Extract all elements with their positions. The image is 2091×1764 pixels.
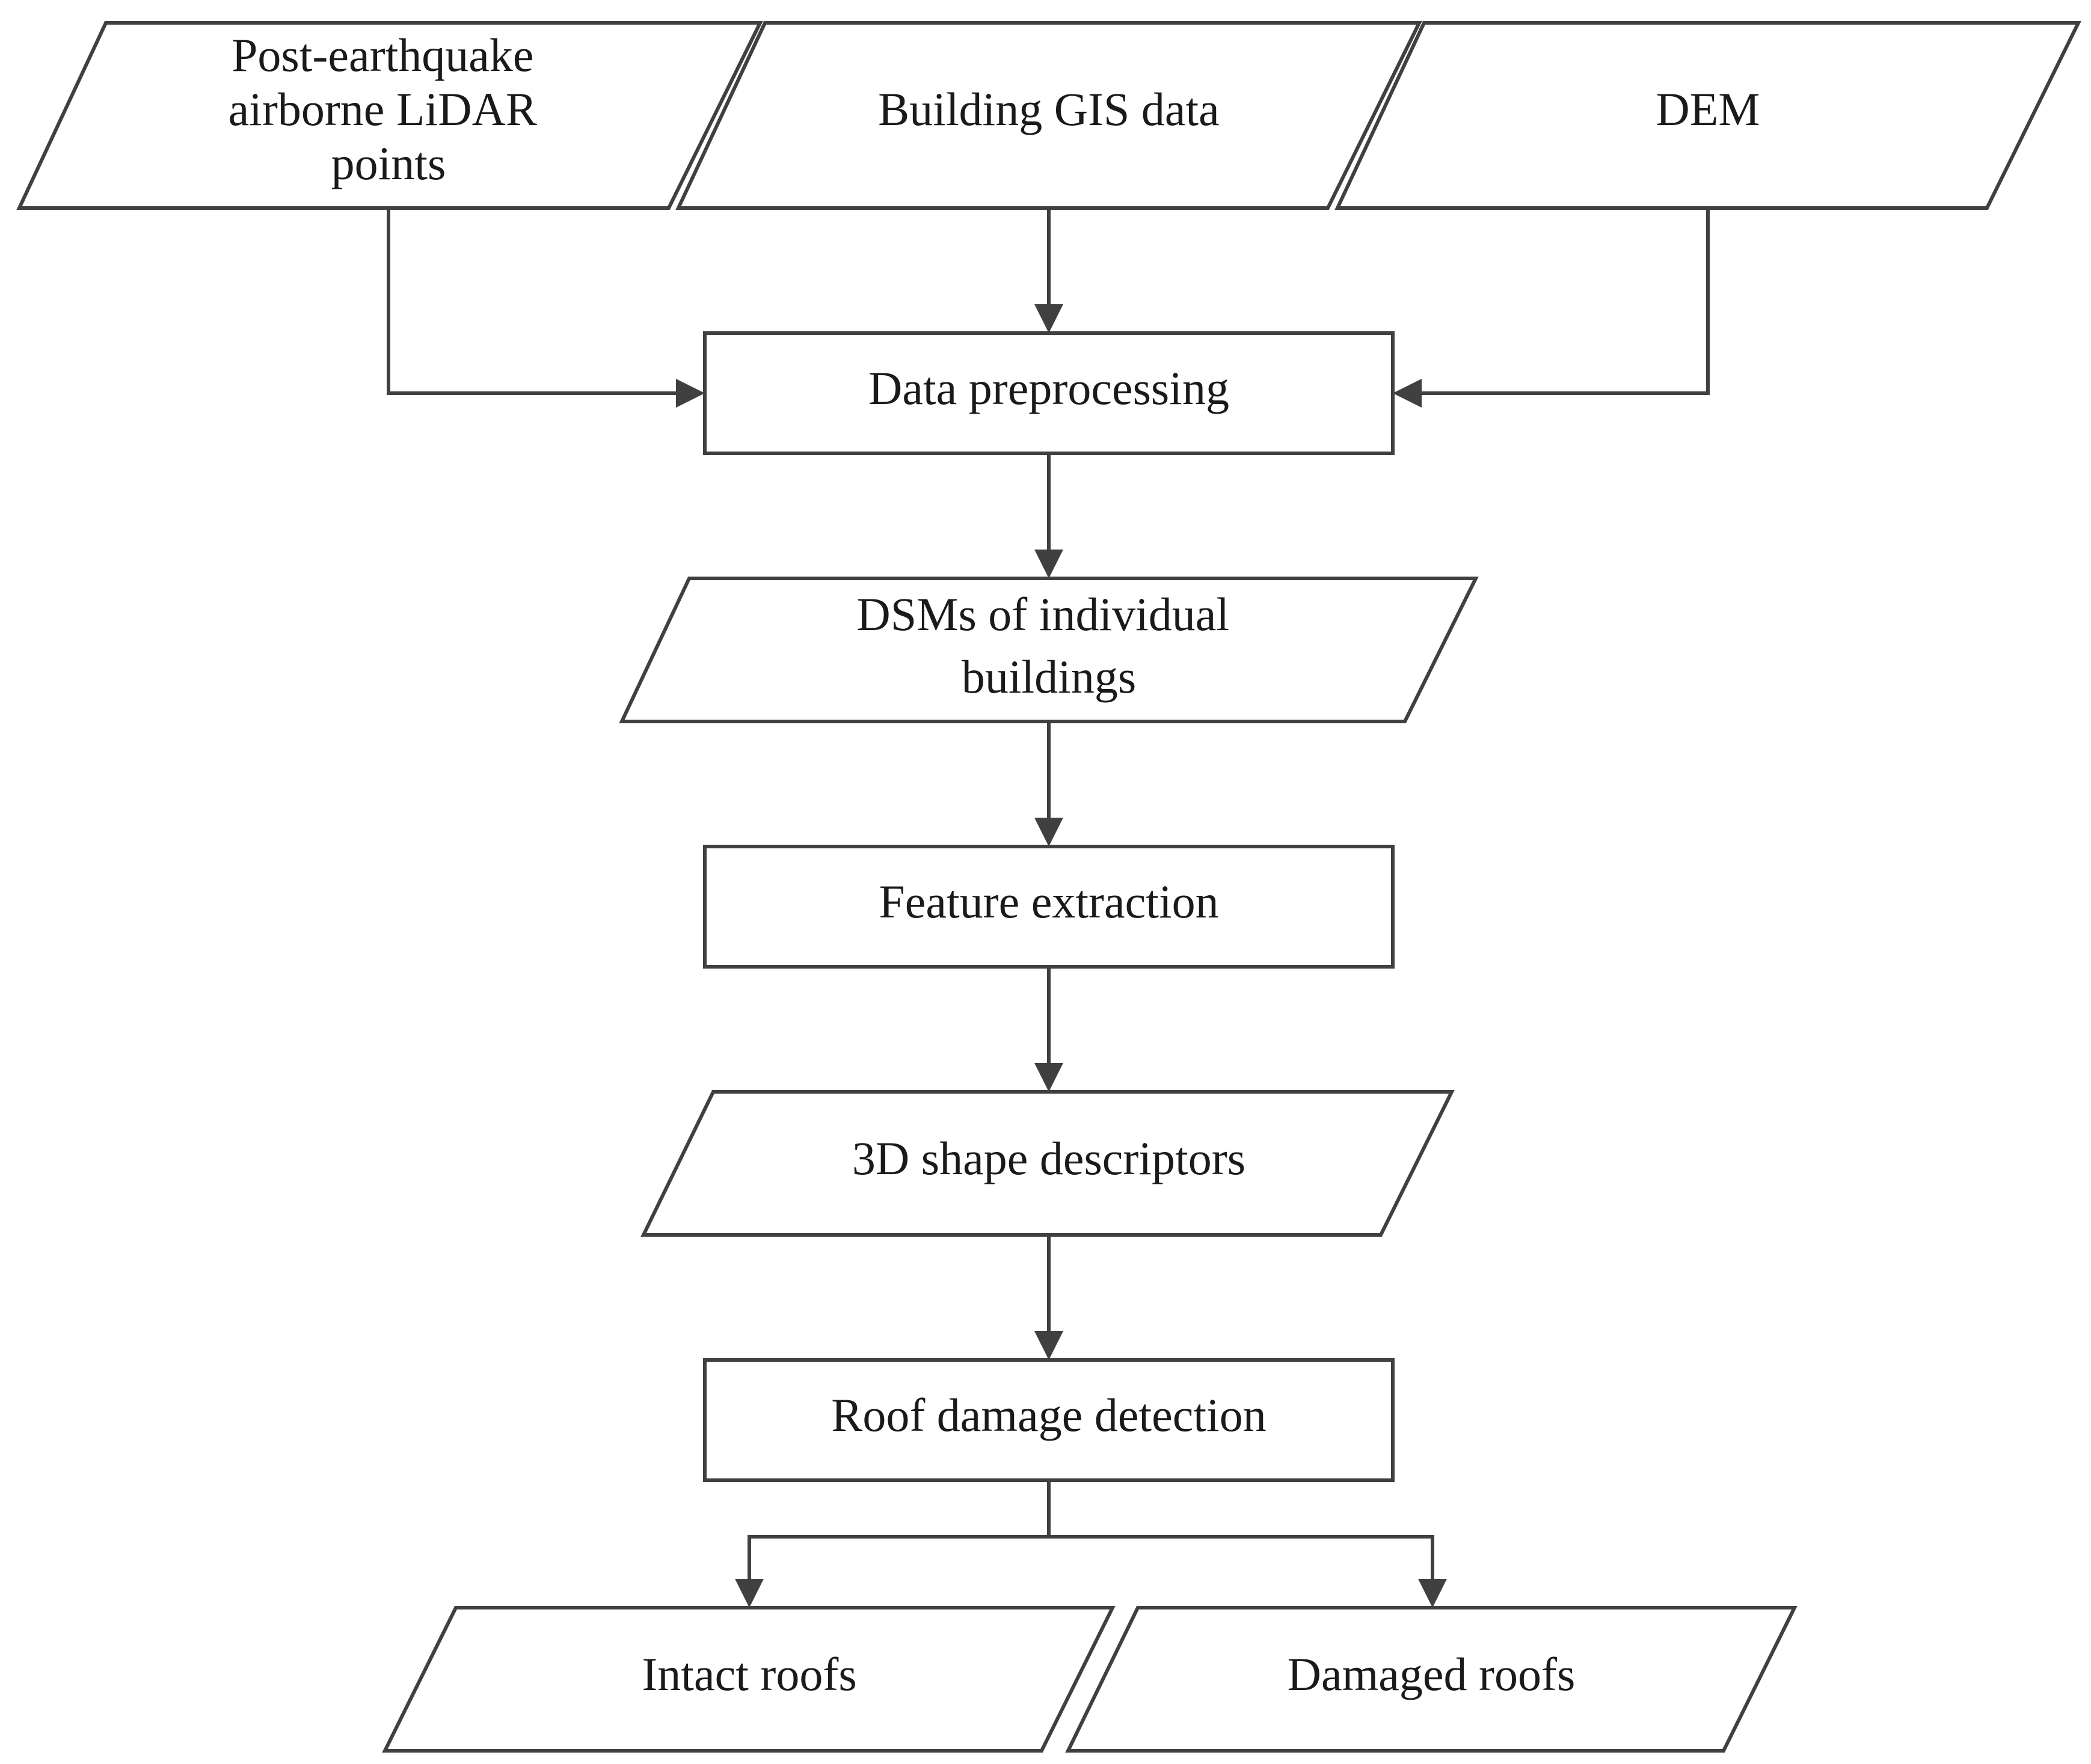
label-descriptors: 3D shape descriptors <box>852 1132 1245 1184</box>
arrowhead-dem-to-preprocessing <box>1393 379 1422 408</box>
output-damaged-parallelogram <box>1065 1606 1798 1753</box>
label-intact-roofs: Intact roofs <box>642 1648 856 1700</box>
label-roof-damage-detection: Roof damage detection <box>831 1389 1266 1441</box>
input-gis-parallelogram <box>675 21 1422 210</box>
data-descriptors-parallelogram <box>640 1090 1455 1237</box>
arrowhead-dsms-to-features <box>1034 818 1063 847</box>
arrowhead-gis-to-preprocessing <box>1034 304 1063 333</box>
label-preprocessing: Data preprocessing <box>868 362 1229 414</box>
label-feature-extraction: Feature extraction <box>879 875 1218 928</box>
input-dem-parallelogram <box>1334 21 2081 210</box>
label-damaged-roofs: Damaged roofs <box>1288 1648 1576 1700</box>
output-intact-parallelogram <box>382 1606 1116 1753</box>
label-gis: Building GIS data <box>878 83 1220 135</box>
arrowhead-descriptors-to-detection <box>1034 1331 1063 1360</box>
arrowhead-features-to-descriptors <box>1034 1063 1063 1092</box>
arrowhead-preprocessing-to-dsms <box>1034 550 1063 578</box>
connector-split-bar <box>748 1535 1434 1587</box>
arrowhead-lidar-to-preprocessing <box>676 379 705 408</box>
connector-dem-to-preprocessing <box>1418 208 1710 395</box>
connector-lidar-to-preprocessing <box>387 208 680 395</box>
label-dem: DEM <box>1656 83 1760 135</box>
label-dsms: DSMs of individual buildings <box>856 588 1241 703</box>
input-lidar-parallelogram <box>16 21 763 210</box>
label-lidar: Post-earthquake airborne LiDAR points <box>229 29 549 189</box>
arrowhead-to-damaged <box>1418 1579 1447 1608</box>
data-dsms-parallelogram <box>619 577 1479 723</box>
process-feature-extraction-box <box>703 845 1395 969</box>
arrowhead-to-intact <box>735 1579 764 1608</box>
